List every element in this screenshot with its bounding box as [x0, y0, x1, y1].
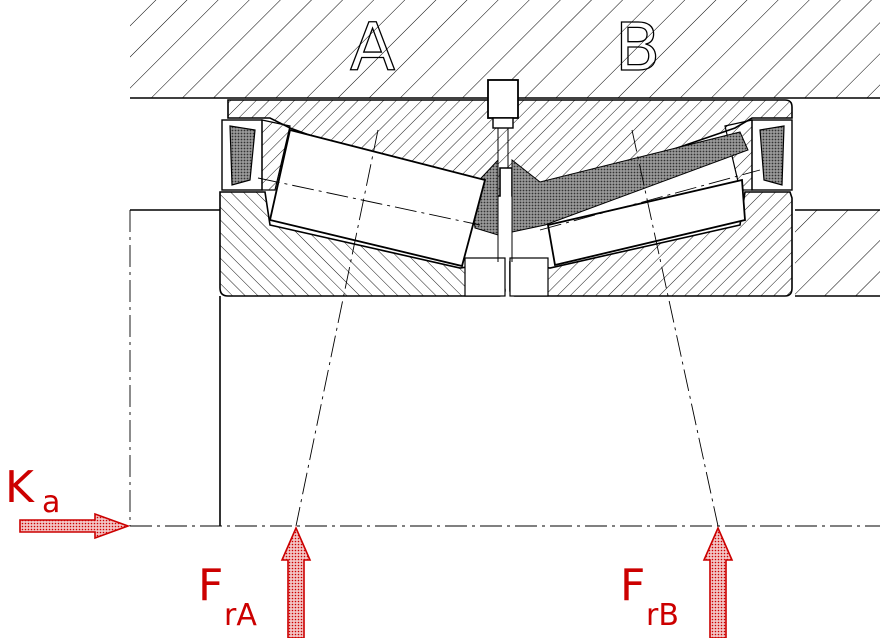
roller-b: [546, 178, 746, 267]
row-label-b: B: [615, 9, 660, 86]
cage-spacer: [469, 131, 749, 262]
radial-force-a-subscript: rA: [224, 598, 257, 633]
inner-ring-a: [219, 191, 506, 297]
shaft-outline: [130, 209, 221, 526]
radial-force-b-label: F: [620, 560, 645, 611]
roller-a: [268, 128, 487, 268]
radial-force-arrow-b: [702, 526, 734, 638]
row-label-a: A: [350, 9, 395, 86]
axial-force-label: K: [5, 462, 35, 513]
radial-force-b-subscript: rB: [646, 598, 679, 633]
roller-axes: [257, 169, 761, 231]
shaft-shoulder: [795, 209, 880, 297]
axial-force-subscript: a: [42, 485, 60, 520]
seal-left: [221, 119, 291, 191]
radial-force-arrow-a: [280, 526, 312, 638]
axial-force-arrow: [19, 512, 131, 540]
inner-ring-b: [509, 191, 793, 297]
radial-force-a-label: F: [198, 560, 223, 611]
lubrication-plug: [487, 79, 519, 168]
pressure-lines: [295, 129, 719, 527]
